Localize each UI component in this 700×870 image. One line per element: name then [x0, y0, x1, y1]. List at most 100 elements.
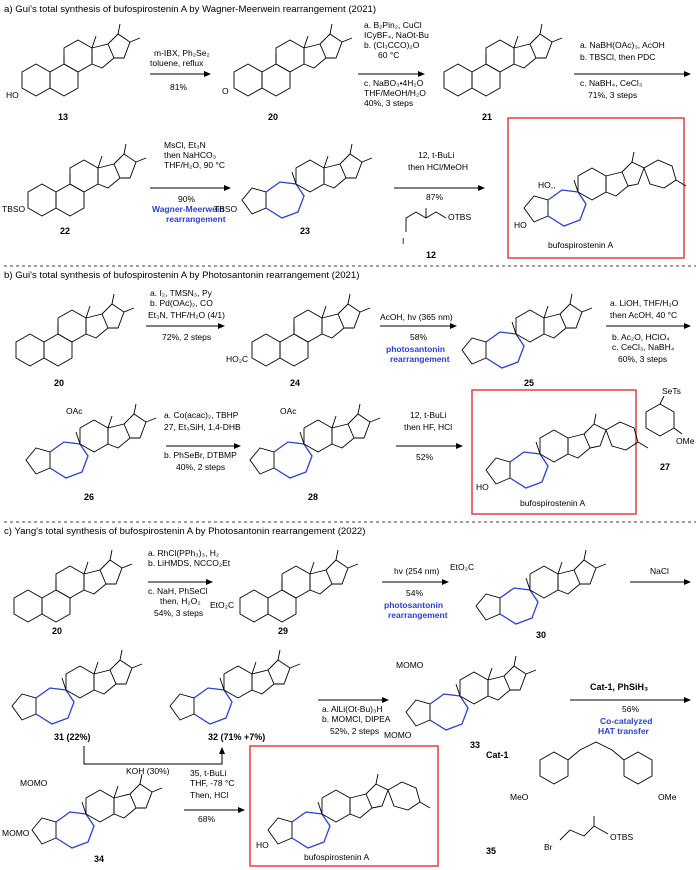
compound-label-33: 33 [470, 740, 480, 750]
condition-line: hv (254 nm) [394, 566, 440, 576]
condition-line: b. TBSCl, then PDC [580, 52, 655, 62]
compound-label-13: 13 [58, 112, 68, 122]
condition-line: 72%, 2 steps [162, 332, 211, 342]
highlight-line: photosantonin [384, 600, 443, 610]
substituent-momo: MOMO [384, 730, 412, 740]
condition-line: AcOH, hv (365 nm) [380, 312, 453, 322]
substituent-ho: HO [6, 90, 19, 100]
compound-label-12: 12 [426, 250, 436, 260]
condition-line: 60 °C [378, 50, 399, 60]
compound-25 [461, 293, 593, 369]
substituent-sets: SeTs [662, 386, 681, 396]
compound-label-30: 30 [536, 630, 546, 640]
condition-line: b. (Cl₃CCO)₂O [364, 40, 420, 50]
target-label: bufospirostenin A [520, 498, 586, 508]
condition-line: 40%, 3 steps [364, 98, 413, 108]
bufospirostenin-a-structure [267, 773, 431, 849]
reaction-arrow [83, 746, 225, 765]
compound-label-20: 20 [54, 378, 64, 388]
condition-line: ICyBF₄, NaOt-Bu [364, 30, 429, 40]
compound-31 [11, 649, 143, 725]
compound-30 [475, 549, 607, 625]
compound-29 [239, 549, 359, 623]
compound-label-27: 27 [660, 462, 670, 472]
substituent-ho: HO [476, 482, 489, 492]
compound-label-26: 26 [84, 492, 94, 502]
step-a1-conditions: m-IBX, Ph₂Se₂ toluene, reflux 81% [150, 48, 210, 92]
section-c-title: c) Yang's total synthesis of bufospirost… [4, 526, 365, 537]
step-c2-conditions: hv (254 nm) 54% photosantonin rearrangem… [384, 566, 448, 620]
condition-line: c. NaBO₃•4H₂O [364, 78, 424, 88]
catalyst-label: Cat-1 [486, 750, 509, 760]
compound-20 [13, 549, 133, 623]
section-a-title: a) Gui's total synthesis of bufospiroste… [4, 4, 376, 15]
condition-line: m-IBX, Ph₂Se₂ [154, 48, 210, 58]
substituent-ho: HO [514, 220, 527, 230]
compound-label-32: 32 (71% +7%) [208, 732, 265, 742]
substituent-meo: MeO [510, 792, 529, 802]
condition-line: a. NaBH(OAc)₃, AcOH [580, 40, 665, 50]
step-c7-conditions: 35, t-BuLi THF, -78 °C Then, HCl 68% [190, 768, 235, 824]
condition-line: toluene, reflux [150, 58, 204, 68]
step-a3-conditions: a. NaBH(OAc)₃, AcOH b. TBSCl, then PDC c… [580, 40, 665, 100]
highlight-line: Wagner-Meerwein [152, 204, 224, 214]
substituent-momo: MOMO [20, 778, 48, 788]
condition-line: 68% [198, 814, 215, 824]
section-b-title: b) Gui's total synthesis of bufospiroste… [4, 270, 359, 281]
compound-label-34: 34 [94, 854, 104, 864]
compound-22 [27, 143, 147, 217]
condition-line: c. NaBH₄, CeCl₃ [580, 78, 642, 88]
highlight-line: rearrangement [166, 214, 226, 224]
condition-line: 35, t-BuLi [190, 768, 226, 778]
target-box [249, 745, 439, 867]
compound-label-20: 20 [52, 626, 62, 636]
condition-line: c. CeCl₃, NaBH₄ [612, 342, 675, 352]
condition-line: a. LiOH, THF/H₂O [610, 298, 679, 308]
compound-label-24: 24 [290, 378, 300, 388]
condition-line: 71%, 3 steps [588, 90, 637, 100]
target-label: bufospirostenin A [304, 852, 370, 862]
compound-label-22: 22 [60, 226, 70, 236]
step-b2-conditions: AcOH, hv (365 nm) 58% photosantonin rear… [380, 312, 453, 364]
compound-13 [21, 23, 141, 97]
compound-26 [25, 403, 157, 479]
step-b1-conditions: a. I₂, TMSN₃, Py b. Pd(OAc)₂, CO Et₃N, T… [148, 288, 225, 342]
substituent-oxo: O [222, 86, 229, 96]
condition-line: Then, HCl [190, 790, 228, 800]
condition-line: b. Ac₂O, HClO₄ [612, 332, 670, 342]
highlight-line: photosantonin [386, 344, 445, 354]
condition-line: 27, Et₃SiH, 1,4-DHB [164, 422, 241, 432]
condition-line: 54%, 3 steps [154, 608, 203, 618]
condition-line: a. AlLi(Ot-Bu)₃H [322, 704, 383, 714]
condition-line: 58% [410, 332, 427, 342]
compound-label-28: 28 [308, 492, 318, 502]
step-c6-conditions: Cat-1, PhSiH₃ 56% Co-catalyzed HAT trans… [590, 682, 652, 736]
condition-line: b. PhSeBr, DTBMP [164, 450, 237, 460]
condition-line: THF/MeOH/H₂O [364, 88, 426, 98]
condition-line: KOH (30%) [126, 766, 170, 776]
condition-line: a. Co(acac)₂, TBHP [164, 410, 239, 420]
highlight-line: rearrangement [388, 610, 448, 620]
condition-line: 54% [406, 588, 423, 598]
step-c1-conditions: a. RhCl(PPh₃)₃, H₂ b. LiHMDS, NCCO₂Et c.… [148, 548, 231, 618]
compound-20 [233, 23, 353, 97]
condition-line: then, H₂O₂ [160, 596, 201, 606]
compound-24 [251, 293, 371, 367]
compound-20 [15, 293, 135, 367]
compound-12: I OTBS 12 [402, 208, 471, 260]
substituent-momo: MOMO [396, 660, 424, 670]
catalyst-structure: MeO OMe [510, 741, 677, 802]
condition-line: 81% [170, 82, 187, 92]
step-c5-conditions: a. AlLi(Ot-Bu)₃H b. MOMCl, DIPEA 52%, 2 … [322, 704, 391, 736]
compound-label-20: 20 [268, 112, 278, 122]
substituent-oac: OAc [280, 406, 297, 416]
highlight-line: rearrangement [390, 354, 450, 364]
substituent-otbs: OTBS [610, 832, 633, 842]
compound-28 [249, 403, 381, 479]
compound-35: Br OTBS 35 [486, 816, 633, 856]
substituent-tbso: TBSO [2, 204, 26, 214]
condition-line: 40%, 2 steps [176, 462, 225, 472]
compound-label-21: 21 [482, 112, 492, 122]
substituent-tbso: TBSO [214, 204, 238, 214]
condition-line: Cat-1, PhSiH₃ [590, 682, 648, 692]
